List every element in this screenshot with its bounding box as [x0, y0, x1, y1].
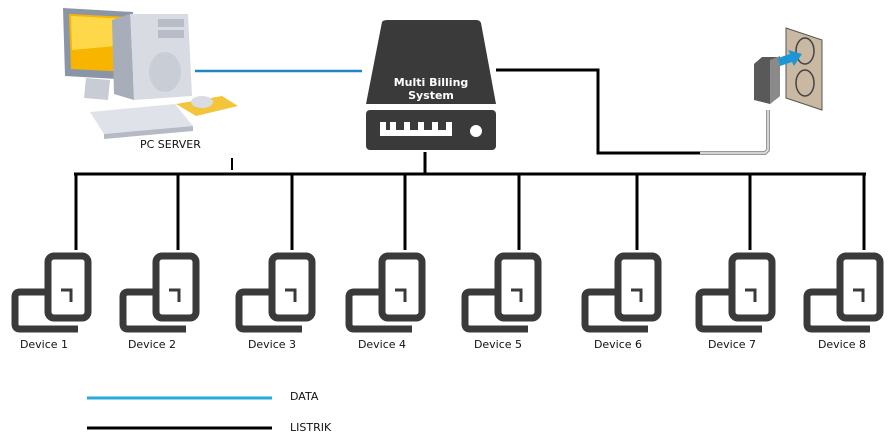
- device-icon: [695, 252, 776, 333]
- device-icon: [461, 252, 542, 333]
- device-label: Device 5: [473, 338, 523, 351]
- billing-system-label: Multi Billing System: [393, 76, 469, 102]
- device-icon: [803, 252, 884, 333]
- device-icon: [119, 252, 200, 333]
- device-icons: [11, 252, 884, 333]
- device-label: Device 2: [127, 338, 177, 351]
- device-icon: [581, 252, 662, 333]
- device-icon: [11, 252, 92, 333]
- pc-server-icon: [63, 8, 238, 139]
- device-icon: [345, 252, 426, 333]
- power-plug-icon: [700, 27, 823, 155]
- device-label: Device 7: [707, 338, 757, 351]
- pc-server-label: PC SERVER: [140, 138, 201, 151]
- device-label: Device 6: [593, 338, 643, 351]
- legend-listrik-label: LISTRIK: [290, 421, 332, 434]
- device-drop-lines: [74, 174, 866, 250]
- device-label: Device 3: [247, 338, 297, 351]
- legend-data-label: DATA: [290, 390, 319, 403]
- billing-system-icon: [366, 20, 496, 150]
- device-label: Device 8: [817, 338, 867, 351]
- device-label: Device 4: [357, 338, 407, 351]
- device-icon: [235, 252, 316, 333]
- power-line-billing-to-adapter: [496, 68, 700, 155]
- device-label: Device 1: [19, 338, 69, 351]
